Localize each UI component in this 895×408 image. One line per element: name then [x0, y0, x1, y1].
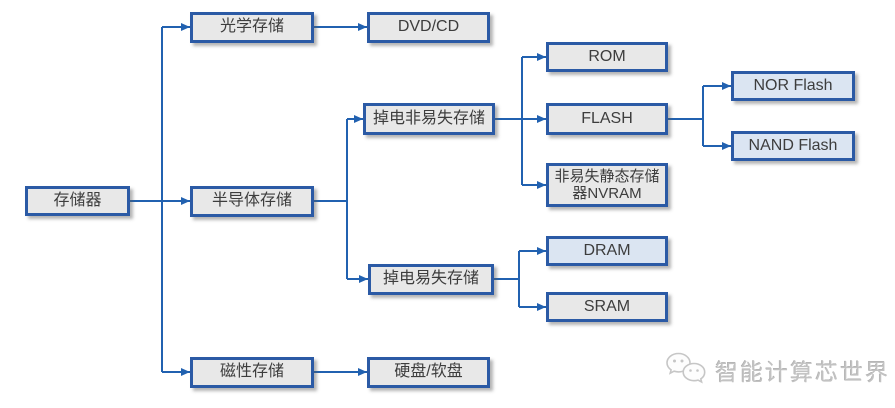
node-label: ROM — [588, 47, 626, 65]
node-flash: FLASH — [546, 103, 668, 135]
node-label: 掉电非易失存储 — [372, 109, 485, 127]
node-label: NOR Flash — [753, 76, 833, 94]
node-dvd-cd: DVD/CD — [367, 12, 490, 43]
node-label: DVD/CD — [397, 18, 460, 36]
node-nand-flash: NAND Flash — [731, 131, 855, 161]
node-memory: 存储器 — [25, 186, 130, 216]
node-label: 硬盘/软盘 — [394, 363, 463, 381]
node-label: 存储器 — [53, 191, 102, 209]
node-label: NAND Flash — [748, 136, 838, 154]
wechat-icon — [666, 352, 706, 384]
node-optical-storage: 光学存储 — [190, 12, 314, 43]
node-label: DRAM — [583, 241, 631, 259]
node-label: 光学存储 — [219, 18, 284, 36]
watermark: 智能计算芯世界 — [664, 348, 890, 392]
node-label: FLASH — [581, 109, 633, 127]
node-rom: ROM — [546, 42, 668, 72]
node-label: 非易失静态存储器NVRAM — [554, 167, 660, 202]
node-label: 磁性存储 — [219, 363, 284, 381]
node-semiconductor-storage: 半导体存储 — [190, 186, 314, 217]
node-label: 掉电易失存储 — [382, 270, 479, 288]
node-magnetic-storage: 磁性存储 — [190, 357, 314, 388]
node-dram: DRAM — [546, 236, 668, 266]
node-volatile-storage: 掉电易失存储 — [368, 264, 494, 295]
node-sram: SRAM — [546, 292, 668, 322]
node-hard-floppy-disk: 硬盘/软盘 — [367, 357, 490, 388]
watermark-text: 智能计算芯世界 — [715, 359, 890, 385]
node-nonvolatile-storage: 掉电非易失存储 — [363, 103, 495, 135]
node-label: SRAM — [583, 297, 631, 315]
node-nvram: 非易失静态存储器NVRAM — [546, 163, 668, 207]
node-nor-flash: NOR Flash — [731, 71, 855, 101]
node-label: 半导体存储 — [211, 192, 292, 210]
